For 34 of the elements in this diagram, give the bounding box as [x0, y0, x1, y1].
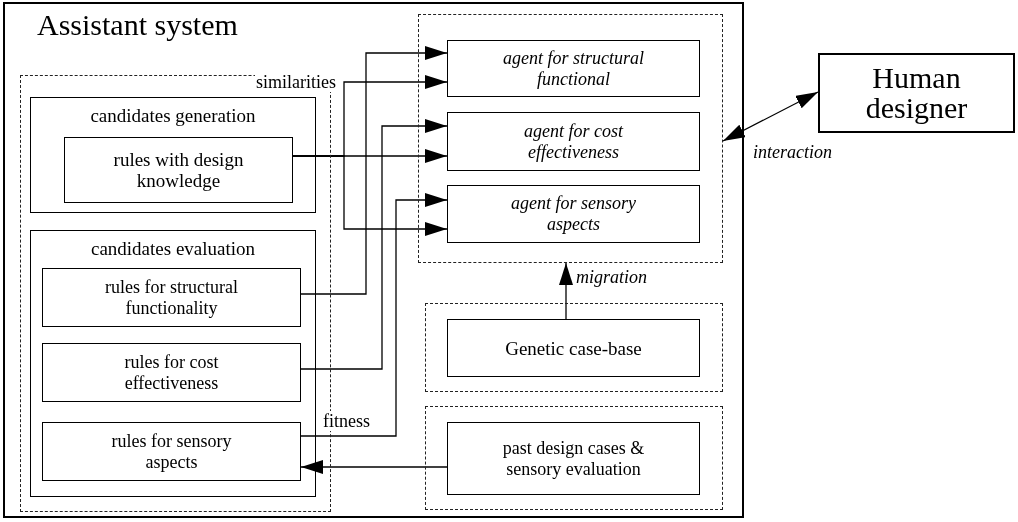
edge-label: fitness	[322, 411, 371, 431]
data-box	[447, 422, 700, 495]
dashed-group	[418, 14, 723, 263]
edge-label: similarities	[255, 72, 337, 92]
agent-box	[447, 40, 700, 97]
group-box	[30, 230, 316, 497]
box-label: rules for structural functionality	[104, 276, 239, 319]
box-label: agent for structural functional	[502, 47, 645, 90]
arrow	[300, 193, 448, 437]
arrow	[300, 119, 448, 370]
box-label: Genetic case-base	[504, 337, 643, 359]
agent-box	[447, 185, 700, 243]
agent-box	[447, 112, 700, 171]
arrow	[300, 460, 448, 474]
group-title: candidates generation	[89, 104, 257, 128]
box-label: agent for sensory aspects	[510, 193, 637, 235]
box-label: rules for cost effectiveness	[123, 351, 220, 394]
dashed-group	[425, 303, 723, 392]
box-label: rules for sensory aspects	[110, 430, 233, 473]
box-label: agent for cost effectiveness	[523, 120, 625, 163]
arrow	[292, 155, 448, 236]
group-title: candidates evaluation	[89, 237, 257, 261]
box-label: rules with design knowledge	[112, 149, 245, 191]
arrow	[300, 46, 448, 295]
edge-label: migration	[575, 267, 648, 287]
dashed-group	[425, 406, 723, 510]
system-title: Assistant system	[37, 7, 238, 43]
box-label: past design cases & sensory evaluation	[501, 437, 646, 480]
arrow	[559, 262, 573, 320]
actor-box	[818, 53, 1015, 133]
group-box	[30, 97, 316, 213]
process-box	[447, 319, 700, 377]
box-label: Human designer	[864, 63, 969, 123]
arrow	[722, 91, 819, 142]
